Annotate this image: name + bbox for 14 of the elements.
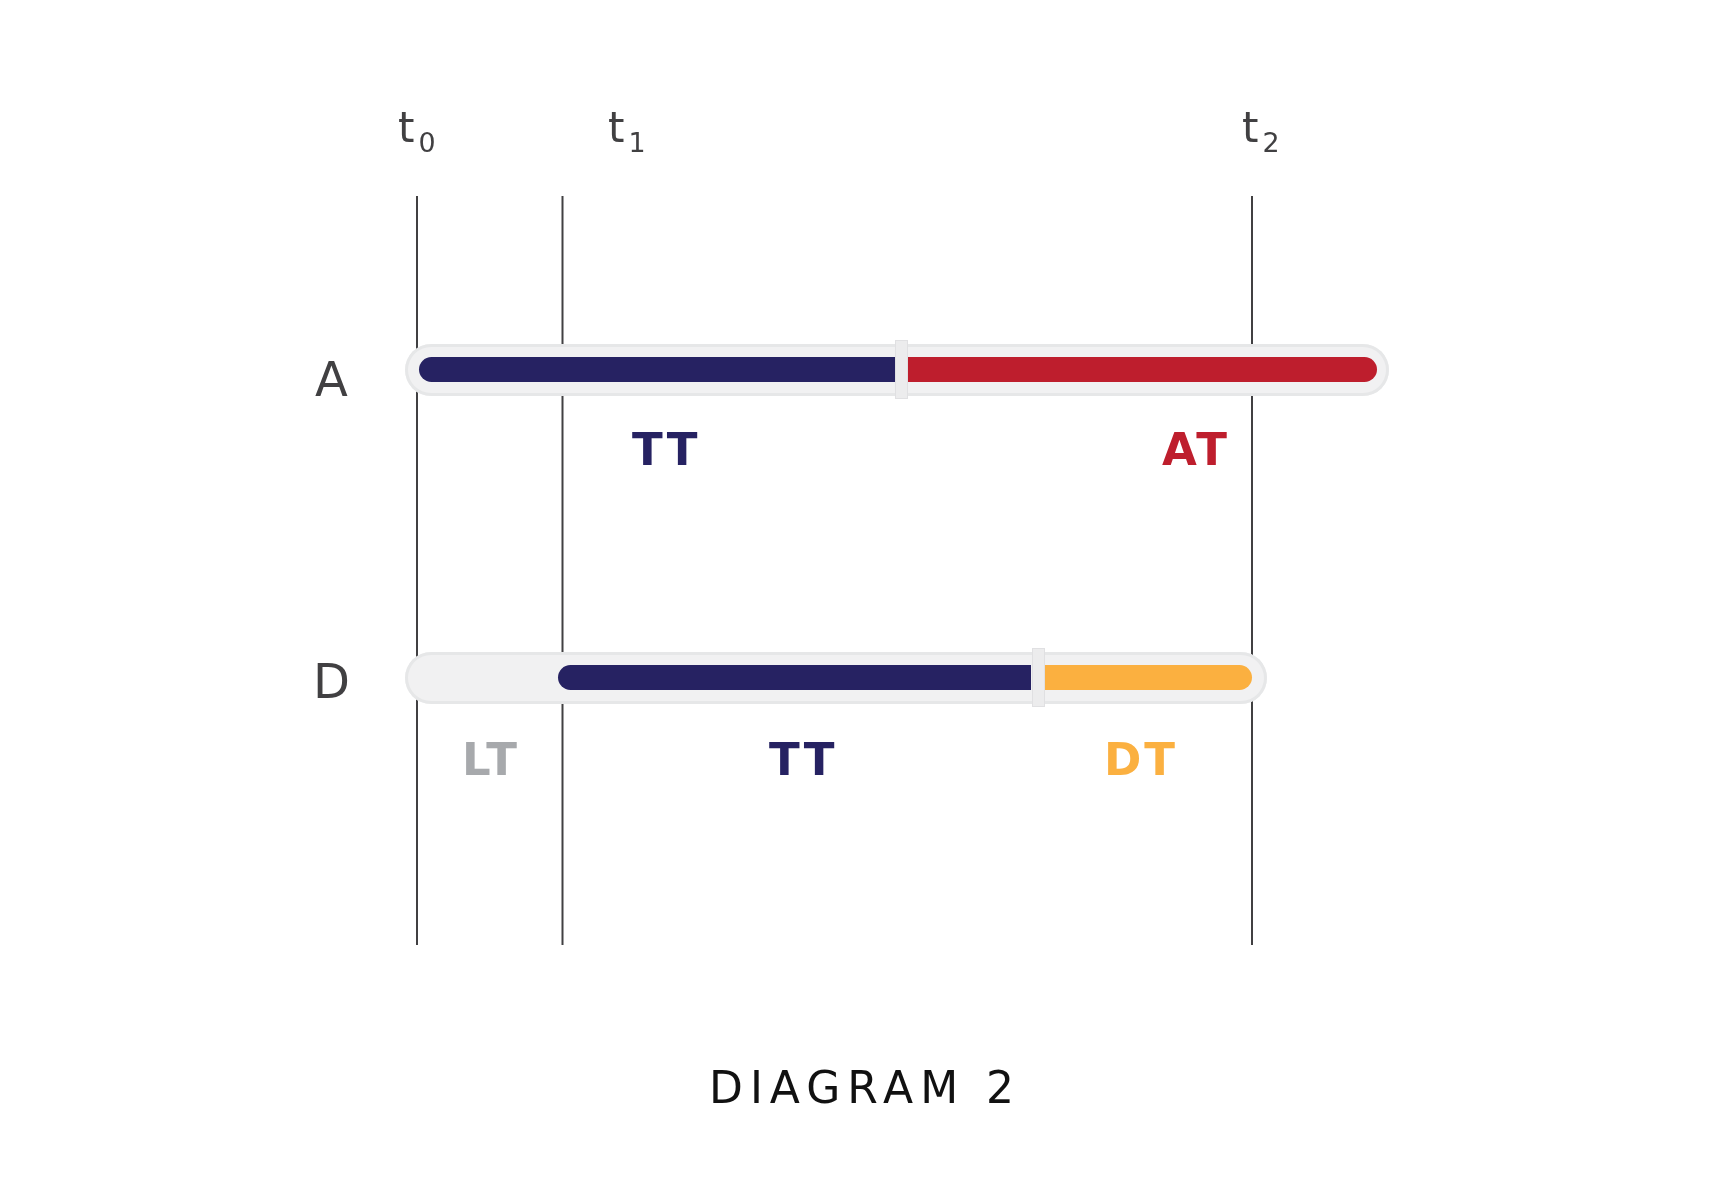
timeline-track xyxy=(405,652,1267,704)
timeline-segment xyxy=(908,357,1377,382)
timeline-track xyxy=(405,344,1389,396)
timeline-segment xyxy=(1045,665,1252,690)
row-label: A xyxy=(315,355,348,403)
timeline-segment xyxy=(558,665,1031,690)
duration-label: AT xyxy=(1162,427,1231,472)
duration-label: DT xyxy=(1104,737,1179,782)
duration-label: TT xyxy=(632,427,701,472)
timeline-segment xyxy=(419,357,896,382)
duration-label: LT xyxy=(462,737,520,782)
row-label: D xyxy=(313,657,350,705)
duration-label: TT xyxy=(769,737,838,782)
caption: DIAGRAM 2 xyxy=(709,1066,1022,1110)
